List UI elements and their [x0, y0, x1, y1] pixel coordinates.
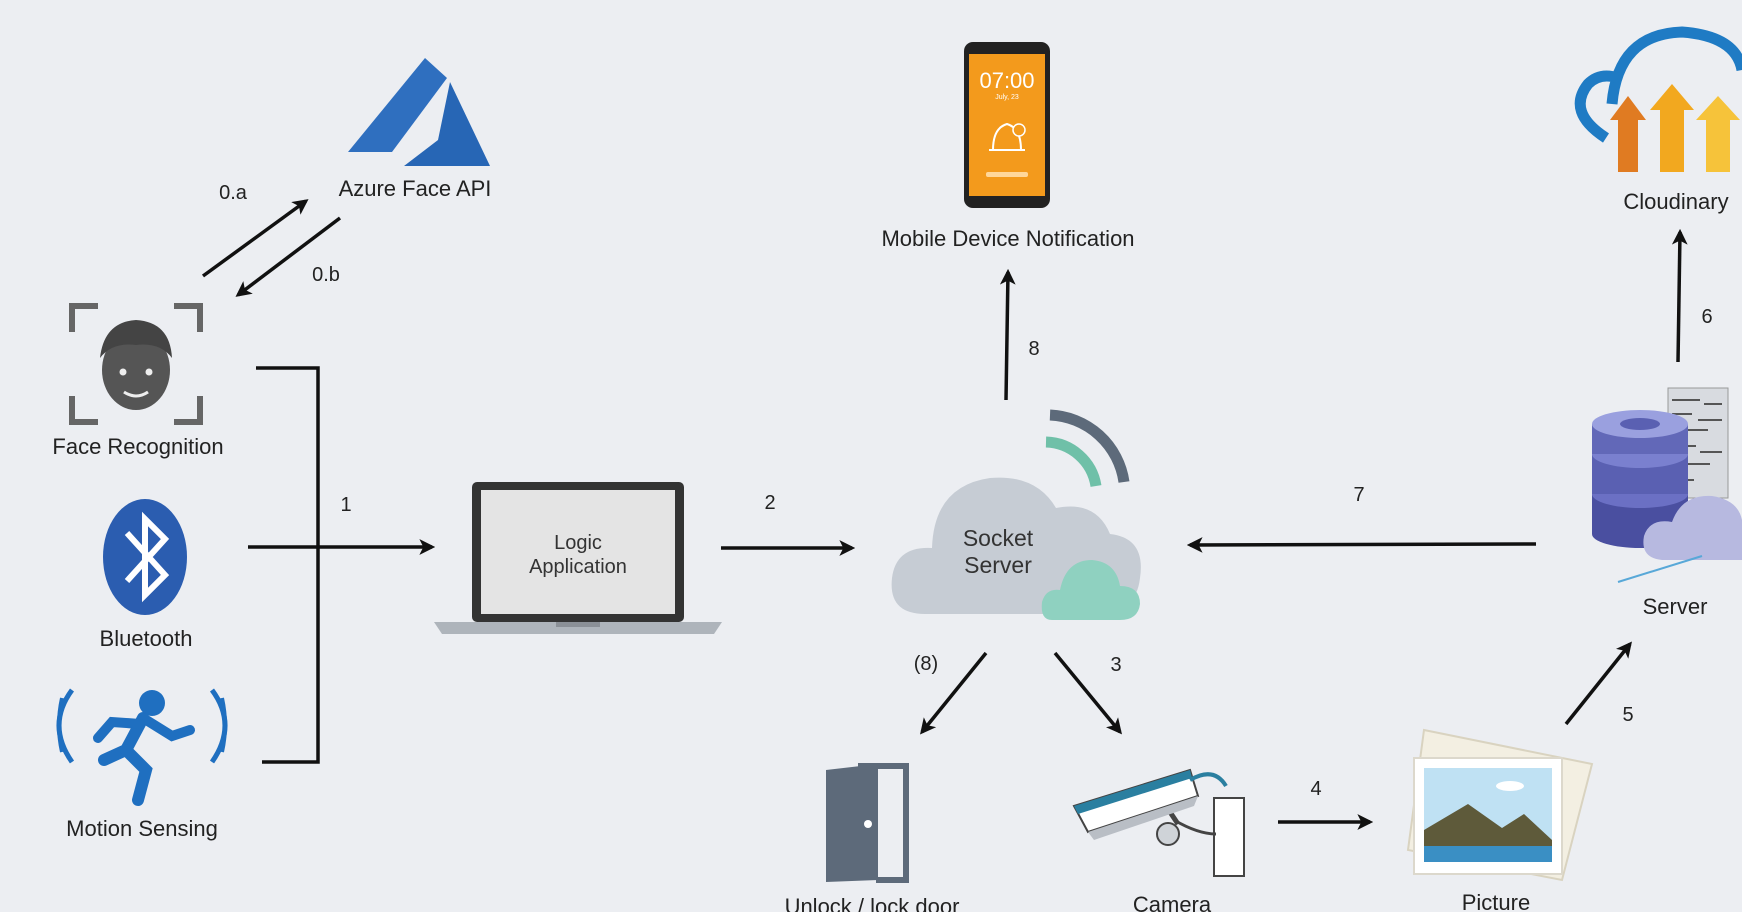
database-server-icon — [1592, 387, 1742, 583]
running-person-icon — [56, 688, 228, 806]
azure-node: Azure Face API — [339, 58, 492, 201]
motion-sensing-node: Motion Sensing — [56, 688, 228, 841]
arrow-0a — [201, 199, 309, 278]
picture-node: Picture — [1406, 728, 1594, 912]
face-scan-icon — [69, 303, 203, 425]
smartphone-icon: 07:00 July, 23 — [964, 42, 1050, 208]
mobile-label: Mobile Device Notification — [881, 226, 1134, 251]
input-bracket — [256, 366, 320, 764]
laptop-icon — [434, 482, 722, 634]
bluetooth-label: Bluetooth — [100, 626, 193, 651]
door-icon — [826, 763, 909, 883]
azure-logo-icon — [348, 58, 490, 166]
logic-application-node: Logic Application — [434, 482, 722, 634]
logic-label-line1: Logic — [554, 532, 602, 554]
face-recognition-label: Face Recognition — [52, 434, 223, 459]
edge-label-7: 7 — [1353, 484, 1364, 506]
logic-label-line2: Application — [529, 556, 627, 578]
bluetooth-icon — [103, 499, 187, 615]
cloud-wifi-icon — [891, 409, 1141, 620]
edge-label-3: 3 — [1110, 654, 1121, 676]
connectors — [201, 199, 1688, 830]
edge-label-0b: 0.b — [312, 264, 340, 286]
socket-label-line1: Socket — [963, 525, 1034, 551]
door-node: Unlock / lock door — [785, 763, 960, 912]
phone-clock: 07:00 — [979, 68, 1034, 93]
mobile-notification-node: 07:00 July, 23 Mobile Device Notificatio… — [881, 42, 1135, 251]
picture-icon — [1406, 728, 1594, 882]
arrow-7 — [1186, 537, 1537, 553]
azure-label: Azure Face API — [339, 176, 492, 201]
server-label: Server — [1643, 594, 1708, 619]
cloudinary-label: Cloudinary — [1623, 189, 1728, 214]
socket-label-line2: Server — [964, 552, 1032, 578]
cloudinary-logo-icon — [1574, 26, 1742, 172]
arrow-8b — [920, 651, 988, 735]
arrow-6 — [1671, 228, 1688, 363]
phone-date: July, 23 — [995, 94, 1019, 101]
security-camera-icon — [1072, 768, 1245, 877]
camera-label: Camera — [1133, 892, 1212, 912]
edge-label-6: 6 — [1701, 306, 1712, 328]
motion-sensing-label: Motion Sensing — [66, 816, 218, 841]
edge-label-0a: 0.a — [219, 182, 248, 204]
bluetooth-node: Bluetooth — [100, 499, 193, 651]
picture-label: Picture — [1462, 890, 1530, 912]
edge-label-4: 4 — [1310, 778, 1321, 800]
cloudinary-node: Cloudinary — [1574, 26, 1742, 214]
server-node: Server — [1592, 387, 1742, 619]
arrow-5 — [1564, 641, 1632, 726]
arrow-8 — [999, 268, 1016, 401]
arrow-0b — [235, 216, 342, 297]
socket-server-node: Socket Server — [891, 409, 1141, 620]
edge-label-1: 1 — [340, 494, 351, 516]
edge-label-5: 5 — [1622, 704, 1633, 726]
camera-node: Camera — [1072, 768, 1245, 912]
edge-label-8: 8 — [1028, 338, 1039, 360]
face-recognition-node: Face Recognition — [52, 303, 224, 459]
arrow-3 — [1053, 651, 1123, 735]
edge-label-2: 2 — [764, 492, 775, 514]
door-label: Unlock / lock door — [785, 894, 960, 912]
edge-label-8b: (8) — [914, 653, 938, 675]
